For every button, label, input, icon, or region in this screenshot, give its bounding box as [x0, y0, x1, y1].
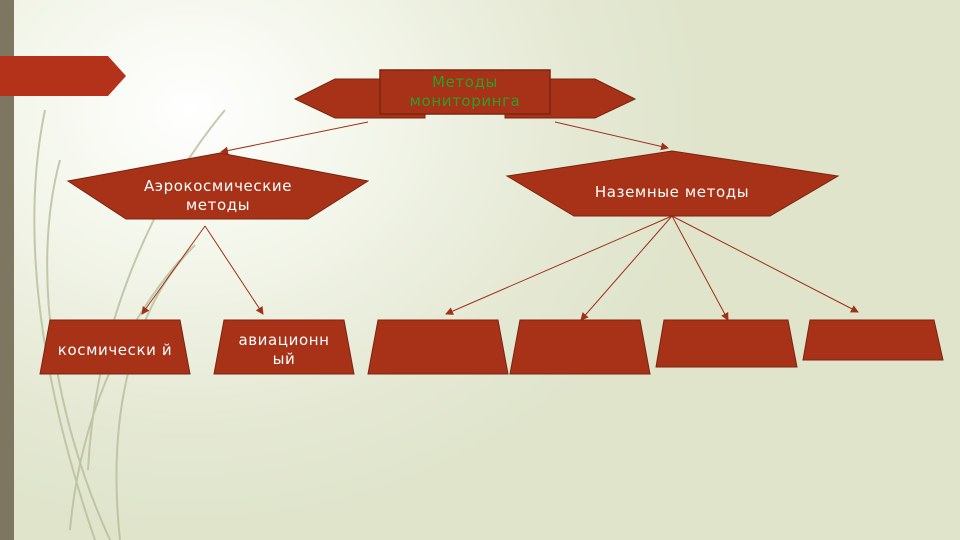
leaf-shape-6	[802, 319, 944, 361]
title-arrow-tab	[0, 56, 126, 96]
connector-ground-leaf6	[671, 215, 859, 313]
category-shape-aero	[66, 152, 370, 220]
leaf-label-5	[666, 324, 786, 364]
connector-root-ground	[554, 121, 669, 151]
connector-root-aero	[220, 121, 369, 155]
leaf-shape-1	[39, 319, 191, 375]
connector-ground-leaf4	[580, 215, 673, 321]
connector-ground-leaf3	[445, 215, 673, 315]
connector-aero-leaf1	[141, 225, 206, 315]
category-label-aero: Аэрокосмические методы	[143, 177, 298, 214]
category-shape-ground	[505, 150, 840, 217]
leaf-label-3	[380, 328, 496, 372]
leaf-shape-2	[213, 319, 355, 375]
category-label-ground: Наземные методы	[594, 182, 750, 201]
connector-group	[141, 121, 859, 321]
leaf-label-6	[812, 322, 932, 358]
leaf-shape-5	[655, 319, 798, 368]
connector-aero-leaf2	[204, 225, 264, 315]
connector-ground-leaf5	[671, 215, 729, 321]
leaf-shape-3	[367, 319, 509, 375]
root-node-label: Методы мониторинга	[409, 73, 521, 110]
leaf-label-aviation: авиационн ый	[238, 331, 335, 368]
leaf-label-space: космически й	[57, 340, 173, 359]
root-ribbon-shape	[293, 69, 637, 119]
left-accent-bar	[0, 0, 14, 540]
leaf-label-4	[522, 328, 638, 372]
leaf-shape-4	[509, 319, 651, 375]
